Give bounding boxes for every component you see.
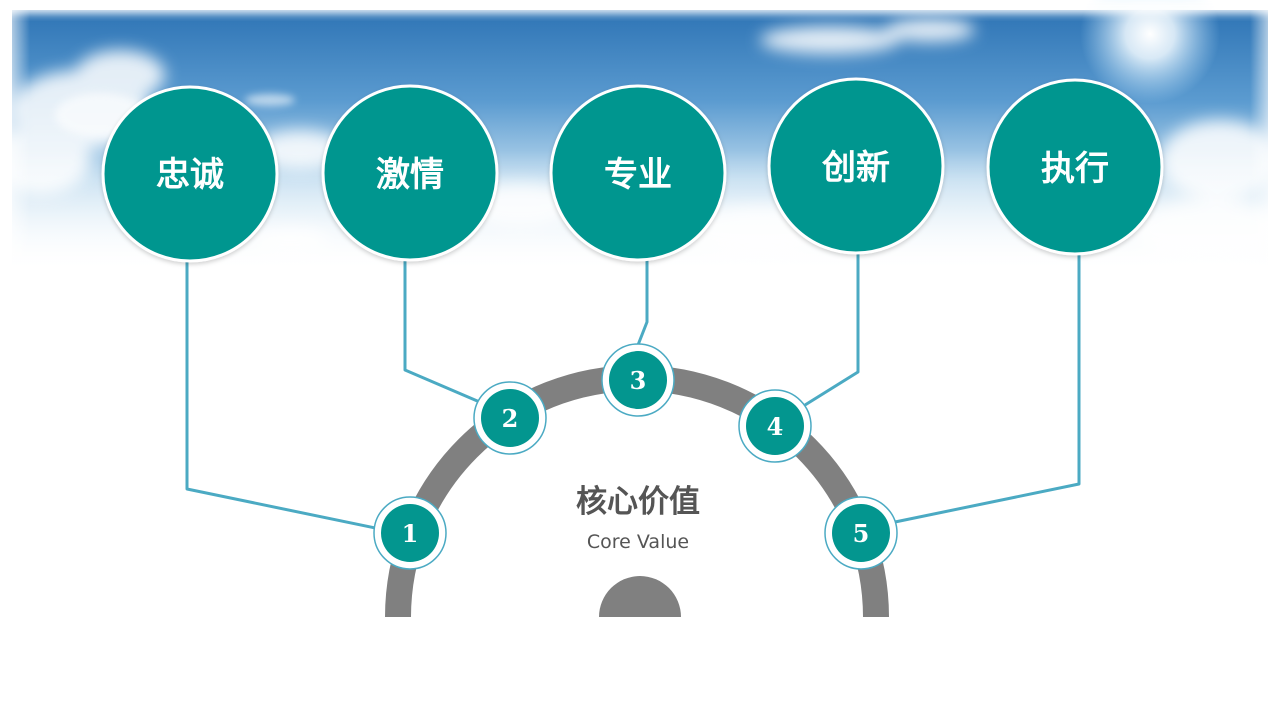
connector-line-5	[895, 250, 1079, 522]
value-bubble-1: 忠诚	[103, 87, 277, 261]
connector-line-2	[405, 256, 482, 403]
number-label-3: 3	[630, 366, 647, 395]
value-bubble-5: 执行	[988, 80, 1162, 254]
value-label-1: 忠诚	[156, 155, 224, 195]
number-label-4: 4	[767, 412, 784, 441]
number-node-3: 3	[602, 344, 674, 416]
value-bubble-4: 创新	[769, 79, 943, 253]
center-half-disc	[599, 576, 681, 617]
value-bubble-2: 激情	[323, 86, 497, 260]
value-label-2: 激情	[376, 155, 444, 195]
value-label-3: 专业	[604, 155, 672, 195]
value-label-5: 执行	[1041, 149, 1109, 189]
number-label-5: 5	[853, 519, 870, 548]
center-title: 核心价值	[576, 484, 700, 520]
number-node-1: 1	[374, 497, 446, 569]
number-label-2: 2	[502, 404, 519, 433]
number-node-5: 5	[825, 497, 897, 569]
value-bubble-3: 专业	[551, 86, 725, 260]
number-node-4: 4	[739, 390, 811, 462]
number-label-1: 1	[402, 519, 419, 548]
value-label-4: 创新	[821, 148, 890, 188]
center-subtitle: Core Value	[587, 531, 689, 553]
number-node-2: 2	[474, 382, 546, 454]
connector-line-1	[187, 258, 385, 530]
